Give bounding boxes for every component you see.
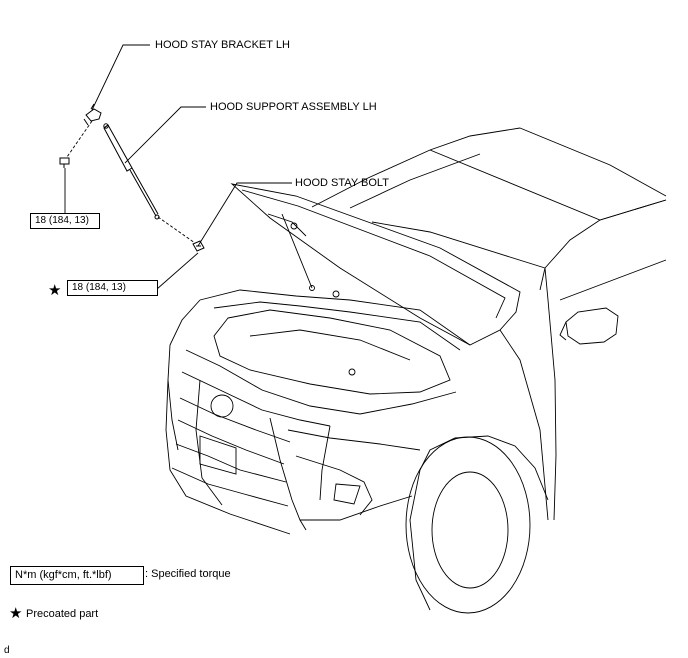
hood-support-strut-part (103, 123, 160, 220)
dashed-line-bracket-to-bolt (66, 120, 93, 158)
corner-code: d (4, 645, 10, 656)
leader-stay-bolt (197, 182, 292, 247)
callout-hood-support-assembly: HOOD SUPPORT ASSEMBLY LH (210, 101, 377, 113)
leader-bolt-torque (156, 252, 199, 290)
torque-box-hood-stay-bolt: 18 (184, 13) (67, 280, 158, 296)
star-icon: ★ (48, 282, 62, 299)
leader-support (124, 106, 206, 164)
legend-precoated-part: Precoated part (26, 608, 99, 620)
callout-hood-stay-bracket: HOOD STAY BRACKET LH (155, 39, 290, 51)
star-icon: ★ (9, 605, 23, 622)
legend-specified-torque: : Specified torque (145, 568, 231, 580)
hood-stay-bracket-part (83, 103, 102, 126)
bracket-bolt-part (59, 157, 70, 168)
callout-hood-stay-bolt: HOOD STAY BOLT (295, 177, 389, 189)
leader-lines (64, 44, 292, 290)
legend-unit-box: N*m (kgf*cm, ft.*lbf) (10, 566, 144, 585)
torque-box-bracket-bolt: 18 (184, 13) (30, 213, 100, 229)
leader-bracket (91, 44, 150, 111)
hood-stay-bolt-part (192, 240, 205, 252)
vehicle-front-outline (165, 127, 667, 614)
dashed-line-support-to-stay-bolt (157, 216, 196, 244)
